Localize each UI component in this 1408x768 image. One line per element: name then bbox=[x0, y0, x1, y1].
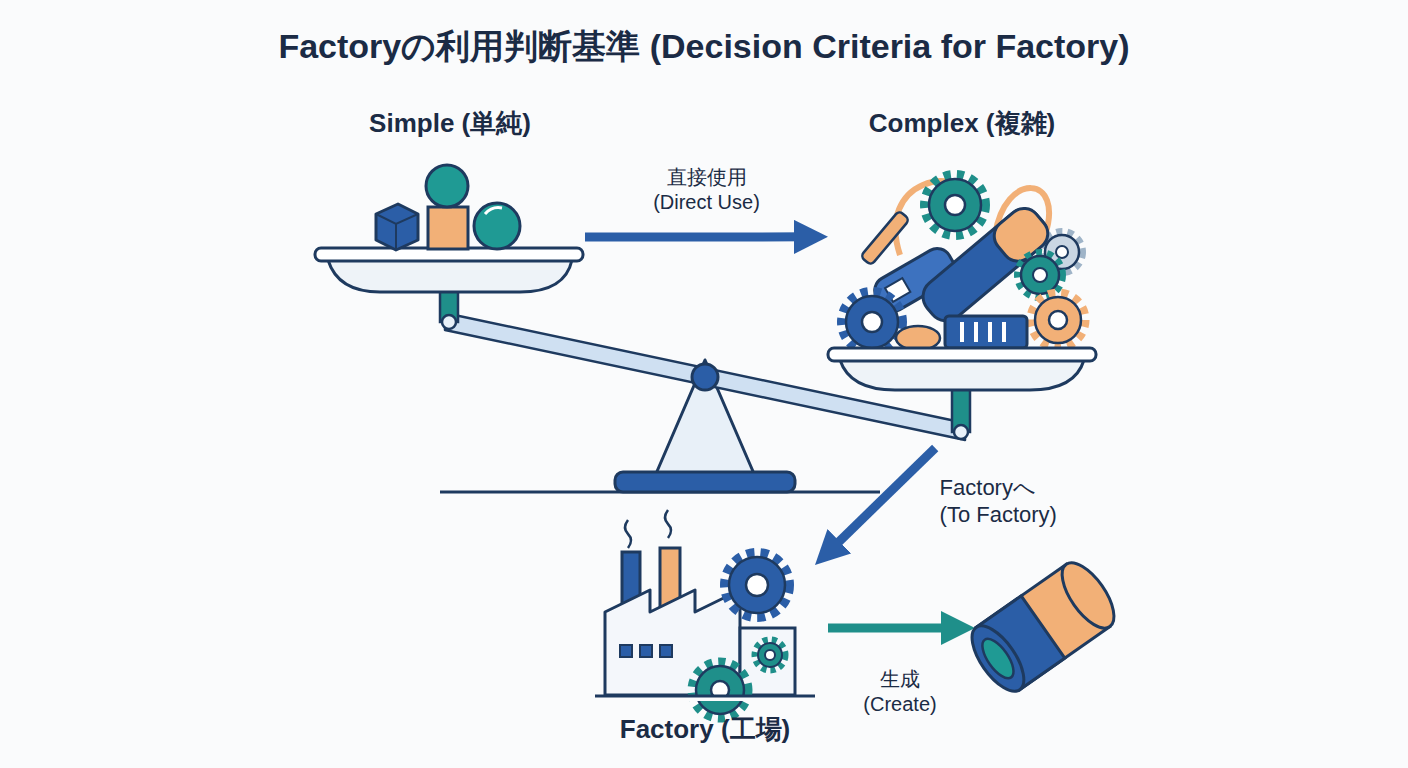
hanger-joint bbox=[954, 425, 968, 439]
complex-pan: Complex (複雑) bbox=[828, 108, 1096, 448]
cube-edge bbox=[376, 214, 418, 250]
gear bbox=[696, 666, 744, 714]
gear-hub bbox=[862, 312, 882, 332]
flow-arrow bbox=[585, 232, 806, 241]
gear-hub bbox=[1056, 246, 1068, 258]
node-heading: Complex (複雑) bbox=[828, 108, 1096, 139]
node-heading: Factory (工場) bbox=[595, 714, 815, 745]
part bbox=[896, 326, 940, 350]
gear bbox=[729, 557, 785, 613]
block bbox=[945, 316, 1027, 348]
gear-teeth bbox=[725, 553, 789, 617]
node-heading: Simple (単純) bbox=[315, 108, 585, 139]
flow-arrow bbox=[831, 448, 935, 550]
factory-node: Factory (工場) bbox=[595, 540, 815, 745]
cube bbox=[376, 204, 418, 250]
gear bbox=[929, 179, 981, 231]
ground-mask bbox=[595, 695, 815, 701]
wrench bbox=[860, 211, 909, 266]
smoke bbox=[625, 510, 671, 548]
diagram-title: Factoryの利用判断基準 (Decision Criteria for Fa… bbox=[0, 26, 1408, 67]
gear-hub bbox=[1033, 268, 1047, 282]
pan-bowl bbox=[840, 360, 1084, 390]
gear-hub bbox=[1049, 311, 1067, 329]
gear-teeth bbox=[692, 662, 748, 718]
highlight bbox=[485, 208, 502, 214]
edge-label: Factoryへ (To Factory) bbox=[940, 473, 1065, 528]
gear-hub bbox=[746, 574, 768, 596]
sphere bbox=[474, 203, 520, 249]
gear bbox=[758, 643, 782, 667]
product-core bbox=[977, 634, 1020, 683]
window bbox=[660, 645, 672, 657]
product-end bbox=[1052, 555, 1123, 637]
gear bbox=[846, 296, 898, 348]
simple-pan: Simple (単純) bbox=[315, 108, 585, 298]
gear-hub bbox=[945, 195, 965, 215]
gear bbox=[1021, 256, 1059, 294]
fulcrum-base bbox=[615, 472, 795, 492]
window bbox=[640, 645, 652, 657]
gear-teeth bbox=[1031, 293, 1085, 347]
hanger-joint bbox=[442, 315, 456, 329]
gear bbox=[1035, 297, 1081, 343]
sphere bbox=[426, 165, 468, 207]
gear-teeth bbox=[842, 292, 902, 352]
step-label: 生成 (Create) bbox=[855, 667, 945, 717]
product-end bbox=[962, 618, 1033, 700]
create-arrow bbox=[828, 624, 953, 633]
edge-label: 直接使用 (Direct Use) bbox=[649, 165, 764, 215]
window bbox=[620, 645, 632, 657]
block-stripes bbox=[962, 322, 1004, 342]
pivot bbox=[692, 364, 718, 390]
pan-rim bbox=[828, 348, 1096, 361]
factory-ground bbox=[595, 695, 815, 698]
gear-teeth bbox=[925, 175, 985, 235]
gear-teeth bbox=[755, 640, 785, 670]
gear-hub bbox=[765, 650, 775, 660]
block bbox=[428, 207, 468, 249]
pan-bowl bbox=[328, 260, 572, 292]
gear-teeth bbox=[1018, 253, 1062, 297]
